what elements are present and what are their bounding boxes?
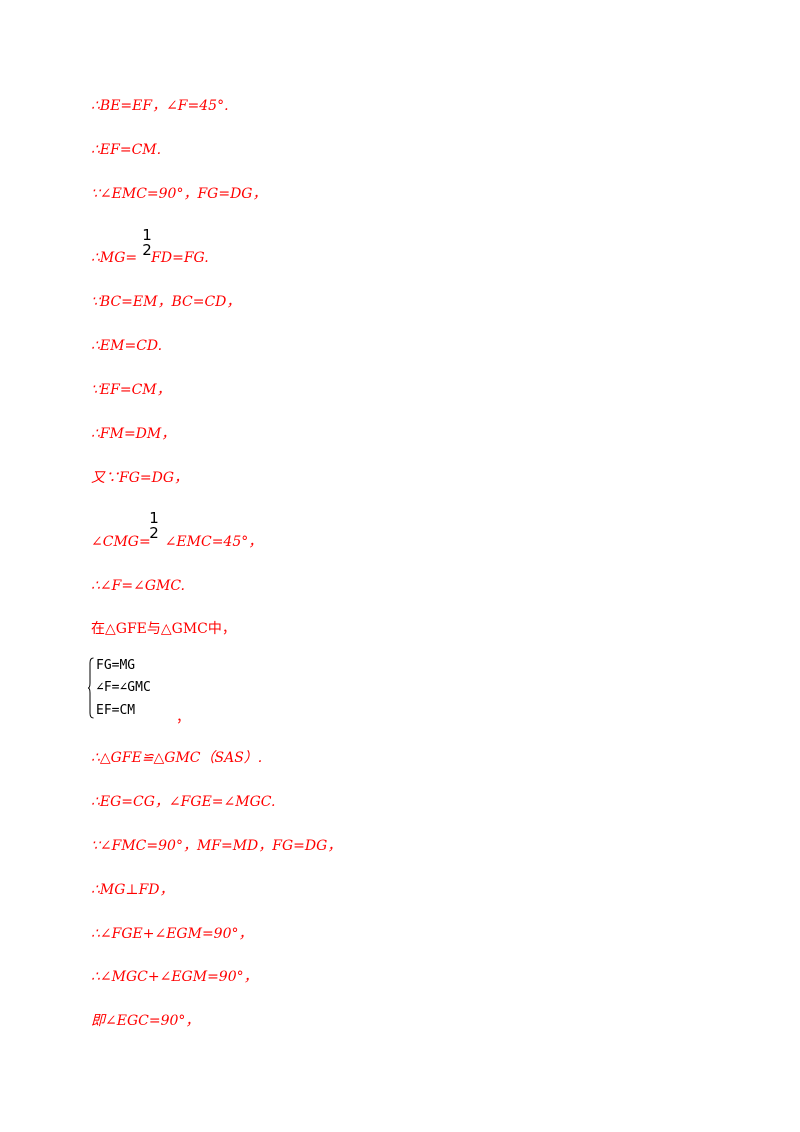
proof-line-10-end: ∠EMC=45°， xyxy=(164,534,263,550)
proof-line-3: ∵∠EMC=90°，FG=DG， xyxy=(91,186,267,202)
proof-line-13: ∴△GFE≌△GMC（SAS）. xyxy=(91,750,263,766)
fraction-denominator: 2 xyxy=(149,524,159,542)
system-row-2: ∠F=∠GMC xyxy=(96,680,151,695)
proof-line-1: ∴BE=EF，∠F=45°. xyxy=(91,98,229,114)
proof-line-8: ∴FM=DM， xyxy=(91,426,176,442)
proof-line-5: ∵BC=EM，BC=CD， xyxy=(91,294,241,310)
proof-line-4-start: ∴MG= xyxy=(91,250,138,266)
proof-line-4-end: FD=FG. xyxy=(151,250,209,266)
proof-line-4: ∴MG= FD=FG. xyxy=(91,249,209,267)
fraction-numerator: 1 xyxy=(142,226,152,244)
system-trailing-comma: ， xyxy=(176,710,190,726)
left-brace-icon xyxy=(88,657,94,719)
proof-line-15: ∵∠FMC=90°，MF=MD，FG=DG， xyxy=(91,838,342,854)
proof-line-9: 又∵FG=DG， xyxy=(91,470,189,486)
proof-line-14: ∴EG=CG，∠FGE=∠MGC. xyxy=(91,794,276,810)
fraction-one-half-2: 1 2 xyxy=(148,511,160,541)
proof-line-12: 在△GFE与△GMC中， xyxy=(91,621,236,637)
proof-line-18: ∴∠MGC+∠EGM=90°， xyxy=(91,969,258,985)
proof-line-17: ∴∠FGE+∠EGM=90°， xyxy=(91,926,253,942)
proof-line-7: ∵EF=CM， xyxy=(91,382,171,398)
system-row-3: EF=CM xyxy=(96,703,136,718)
proof-line-16: ∴MG⊥FD， xyxy=(91,882,174,898)
proof-line-2: ∴EF=CM. xyxy=(91,142,162,158)
proof-line-10-start: ∠CMG= xyxy=(91,534,151,550)
system-row-1: FG=MG xyxy=(96,658,136,673)
fraction-one-half-1: 1 2 xyxy=(141,228,153,258)
proof-line-6: ∴EM=CD. xyxy=(91,338,163,354)
proof-line-11: ∴∠F=∠GMC. xyxy=(91,578,185,594)
proof-line-10: ∠CMG= ∠EMC=45°， xyxy=(91,533,262,551)
fraction-numerator: 1 xyxy=(149,509,159,527)
fraction-denominator: 2 xyxy=(142,241,152,259)
proof-line-19: 即∠EGC=90°， xyxy=(91,1013,200,1029)
